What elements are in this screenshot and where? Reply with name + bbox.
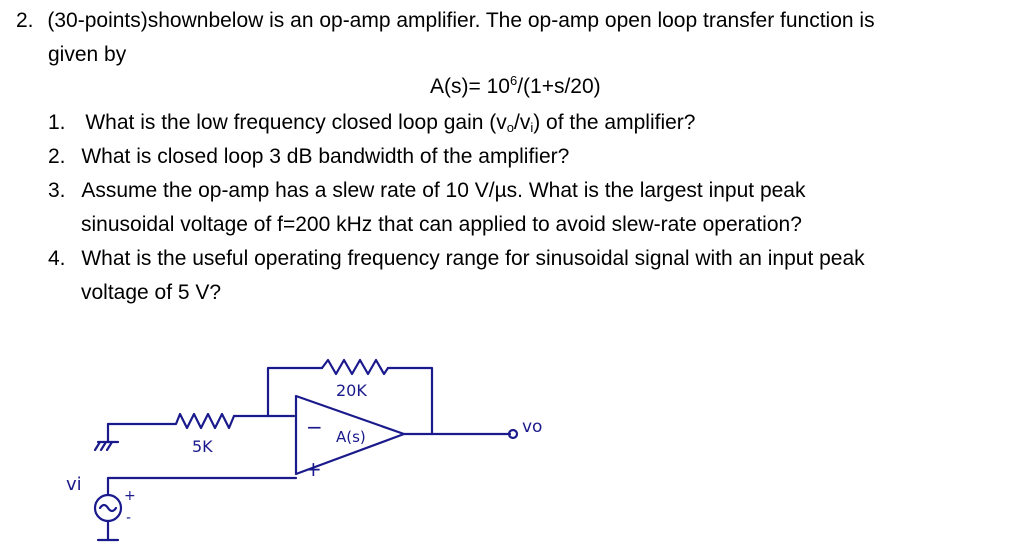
- question-1-text: What is the low frequency closed loop ga…: [85, 111, 695, 134]
- left-ground-hatch: [93, 440, 114, 452]
- opamp-circuit-diagram: 20K 5K A(s) − + vi vo + -: [66, 358, 542, 542]
- question-1-number: 1.: [48, 111, 66, 134]
- question-1: 1. What is the low frequency closed loop…: [48, 110, 695, 136]
- formula-prefix: A(s)= 10: [430, 75, 510, 98]
- problem-header-line2: given by: [48, 43, 127, 66]
- feedback-wire-right: [386, 366, 434, 436]
- question-3-text-line2: sinusoidal voltage of f=200 kHz that can…: [81, 213, 802, 236]
- label-minus: −: [306, 415, 323, 439]
- question-3: 3. Assume the op-amp has a slew rate of …: [48, 178, 806, 204]
- problem-header-line1: 2. (30-points)shownbelow is an op-amp am…: [16, 8, 875, 34]
- question-4-text-line2: voltage of 5 V?: [81, 281, 222, 304]
- resistor-5k: [106, 412, 236, 430]
- question-2-text: What is closed loop 3 dB bandwidth of th…: [81, 145, 570, 168]
- question-4: 4. What is the useful operating frequenc…: [48, 246, 865, 272]
- question-1-sub-i: i: [530, 120, 534, 135]
- label-vin: vi: [66, 474, 82, 495]
- label-20k: 20K: [336, 381, 367, 400]
- label-vout: vo: [522, 417, 542, 437]
- question-2-number: 2.: [48, 145, 66, 168]
- label-plus: +: [305, 457, 322, 481]
- formula-exponent: 6: [509, 73, 518, 88]
- problem-number: 2.: [16, 9, 34, 32]
- question-1-sub-o: o: [506, 120, 514, 135]
- feedback-wire-left: [266, 366, 324, 418]
- question-1-text-post: ) of the amplifier?: [533, 111, 696, 134]
- question-3-number: 3.: [48, 179, 66, 202]
- label-source-plus: +: [124, 488, 136, 504]
- label-source-minus: -: [126, 510, 131, 526]
- label-opamp: A(s): [336, 428, 366, 446]
- question-4-text-line1: What is the useful operating frequency r…: [81, 247, 865, 270]
- output-terminal: [507, 428, 519, 440]
- transfer-function-formula: A(s)= 106/(1+s/20): [430, 74, 601, 100]
- question-2: 2. What is closed loop 3 dB bandwidth of…: [48, 144, 569, 170]
- opamp-triangle: [294, 394, 406, 476]
- problem-intro: (30-points)shownbelow is an op-amp ampli…: [47, 9, 875, 32]
- circuit-wires: [93, 358, 519, 542]
- source-sine-symbol: [98, 503, 118, 513]
- question-1-text-pre: What is the low frequency closed loop ga…: [85, 111, 507, 134]
- question-1-text-mid: /v: [513, 111, 531, 134]
- label-5k: 5K: [192, 437, 213, 456]
- question-3-text-line1: Assume the op-amp has a slew rate of 10 …: [81, 179, 806, 202]
- formula-suffix: /(1+s/20): [517, 75, 601, 98]
- resistor-20k: [320, 358, 390, 376]
- question-4-number: 4.: [48, 247, 66, 270]
